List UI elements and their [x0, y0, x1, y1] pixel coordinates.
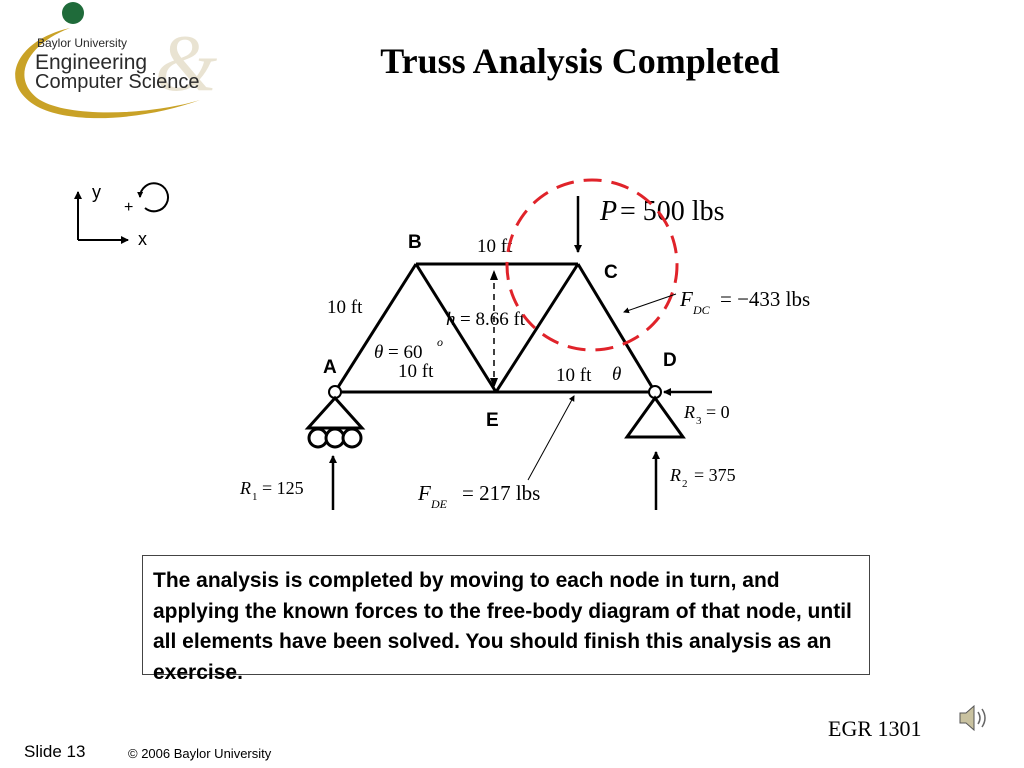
fdc-subscript: DC	[692, 303, 711, 317]
fdc-value: = −433 lbs	[720, 287, 810, 311]
rotation-arrow-icon	[137, 182, 169, 213]
r1-symbol: R	[239, 478, 251, 498]
bottom-left-length-label: 10 ft	[398, 361, 434, 382]
fde-subscript: DE	[430, 497, 448, 511]
slide-title: Truss Analysis Completed	[380, 41, 780, 81]
member-cd	[576, 263, 657, 393]
copyright-text: © 2006 Baylor University	[128, 746, 272, 761]
r2-subscript: 2	[682, 478, 688, 490]
r3-value: = 0	[706, 402, 730, 422]
node-b-label: B	[408, 232, 422, 253]
logo-ampersand-icon: &	[155, 20, 217, 108]
roller-wheel-icon	[307, 427, 329, 449]
theta-degree-sup: o	[437, 335, 443, 349]
left-length-label: 10 ft	[327, 297, 363, 318]
logo-green-dot-icon	[62, 2, 84, 24]
r2-symbol: R	[669, 465, 681, 485]
fde-symbol: F	[417, 481, 431, 505]
coordinate-axes: y x +	[74, 182, 169, 249]
r3-symbol: R	[683, 402, 695, 422]
logo-university: Baylor University	[37, 36, 127, 50]
r2-value: = 375	[694, 465, 736, 485]
fdc-pointer-line	[623, 293, 677, 314]
node-d-label: D	[663, 350, 677, 371]
height-value: = 8.66 ft	[460, 309, 526, 330]
course-code: EGR 1301	[828, 716, 922, 741]
explanation-box: The analysis is completed by moving to e…	[142, 555, 870, 684]
top-length-label: 10 ft	[477, 236, 513, 257]
load-p-value: = 500 lbs	[620, 196, 724, 227]
roller-support-icon	[304, 395, 366, 430]
fde-value: = 217 lbs	[462, 481, 540, 505]
node-a-label: A	[323, 357, 337, 378]
fde-pointer-line	[527, 395, 575, 481]
member-be	[414, 263, 498, 393]
height-arrow-up-icon	[490, 270, 498, 280]
fdc-symbol: F	[679, 287, 693, 311]
r3-subscript: 3	[696, 415, 702, 427]
pin-support-icon	[624, 395, 686, 439]
node-c-highlight-circle	[505, 178, 679, 352]
theta-right-symbol: θ	[612, 364, 621, 385]
node-c-label: C	[604, 262, 618, 283]
y-axis-label: y	[92, 182, 101, 202]
node-e-label: E	[486, 410, 499, 431]
truss-members	[333, 262, 657, 394]
rotation-sign: +	[124, 199, 133, 216]
r1-subscript: 1	[252, 491, 258, 503]
bottom-right-length-label: 10 ft	[556, 365, 592, 386]
r1-value: = 125	[262, 478, 304, 498]
member-ab	[333, 263, 418, 393]
slide-number: Slide 13	[24, 742, 86, 761]
theta-left-value: = 60	[388, 342, 422, 363]
height-symbol: h	[446, 309, 456, 330]
member-ec	[494, 263, 580, 393]
logo-computer-science: Computer Science	[35, 71, 200, 93]
load-p-symbol: P	[599, 196, 617, 227]
height-arrow-down-icon	[490, 378, 498, 388]
logo-engineering: Engineering	[35, 51, 147, 74]
roller-wheel-icon	[341, 427, 363, 449]
x-axis-label: x	[138, 229, 147, 249]
truss-diagram: y x + B C A D E 10 ft 10 ft 10 ft 10 ft …	[74, 178, 810, 511]
roller-wheel-icon	[324, 427, 346, 449]
theta-left-symbol: θ	[374, 342, 383, 363]
baylor-ecs-logo: & Baylor University Engineering Computer…	[15, 2, 217, 119]
speaker-icon[interactable]	[956, 700, 992, 736]
